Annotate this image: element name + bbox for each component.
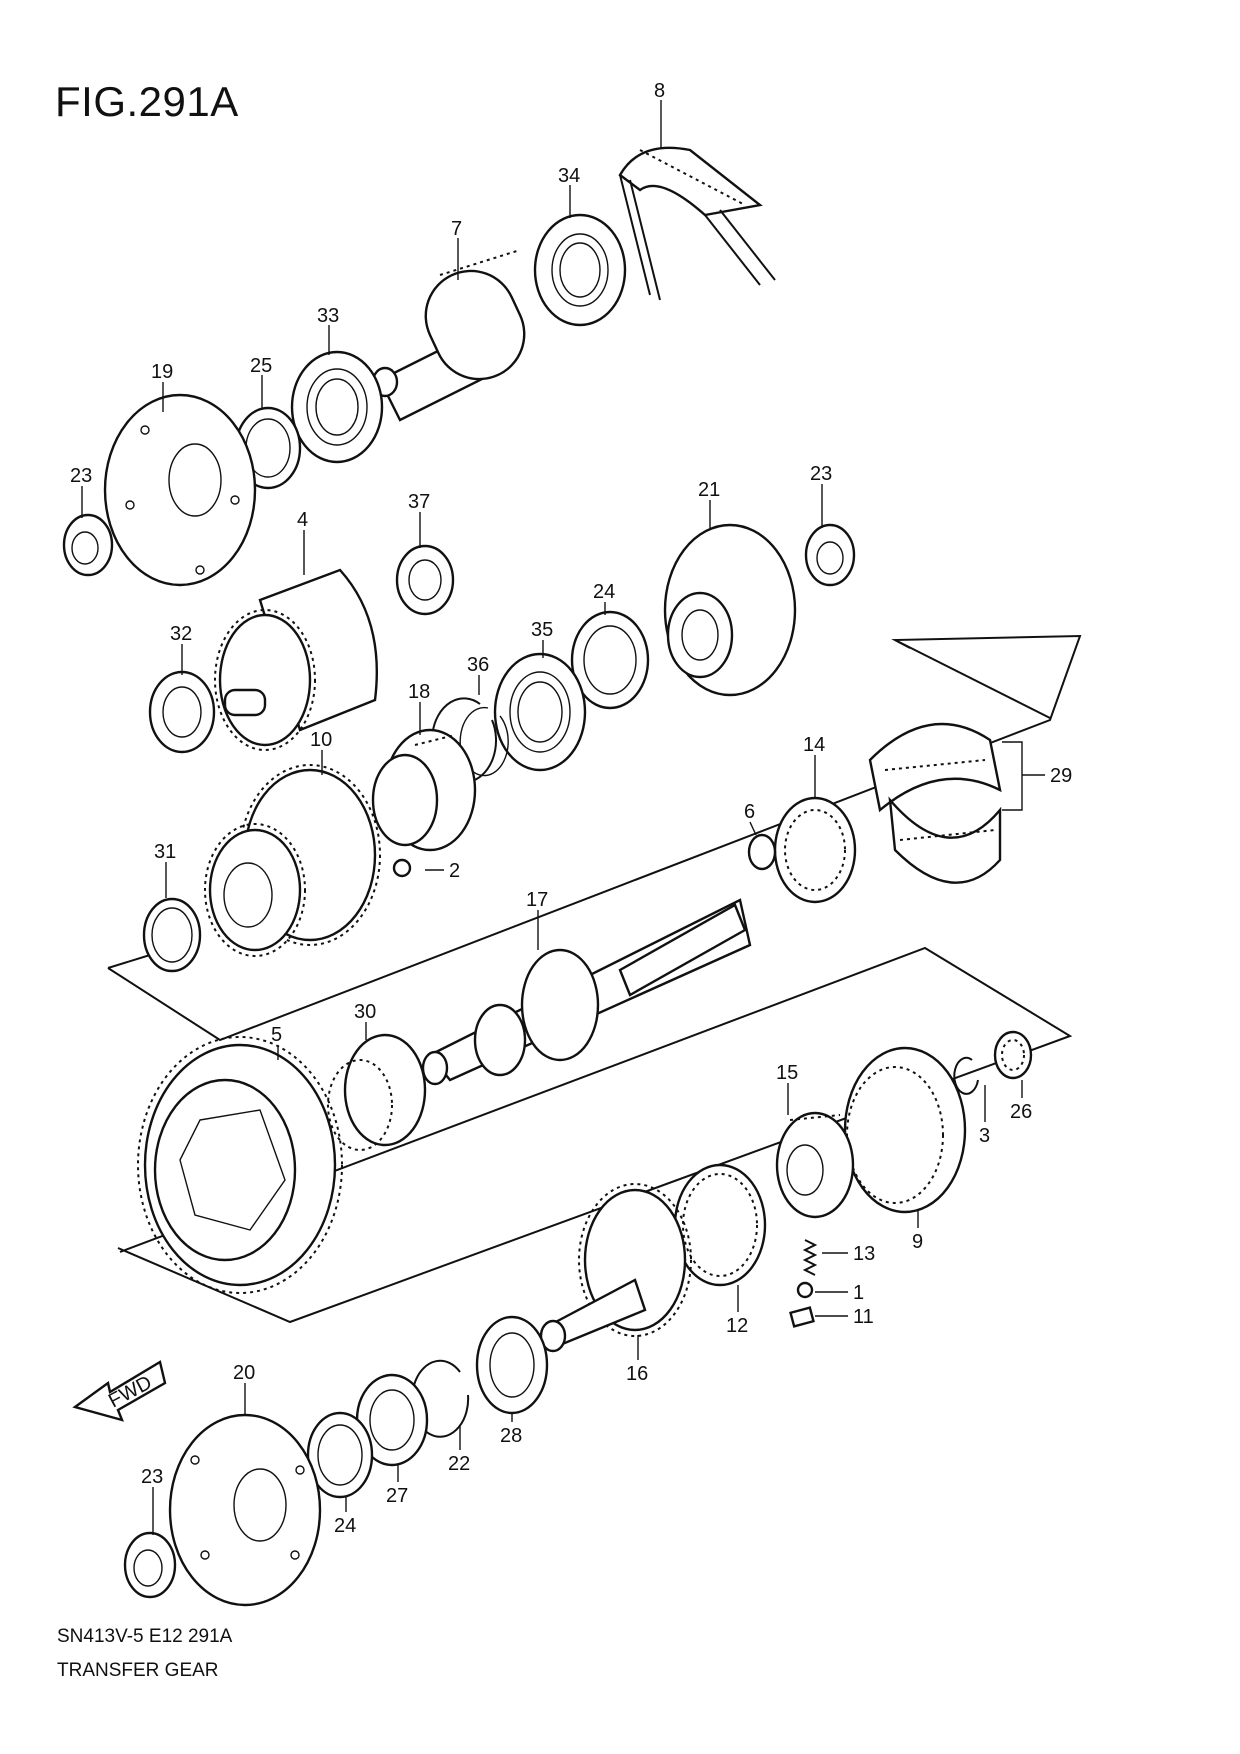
callout-9: 9 [912,1231,923,1253]
part-24-oil-seal-b [306,1411,374,1499]
part-35-bearing [493,652,587,772]
part-26-needle-bearing [993,1030,1033,1080]
callout-21: 21 [698,479,720,501]
figure-name: TRANSFER GEAR [57,1660,219,1681]
part-34-bearing [533,213,627,327]
part-4-counter-gear [214,568,379,751]
part-6-o-ring [747,833,777,871]
part-15-hub [775,1111,855,1219]
part-23-nut-c [123,1531,177,1599]
part-7-shaft-gear [371,249,526,422]
callout-19: 19 [151,361,173,383]
part-17-output-shaft [421,898,752,1086]
callout-29: 29 [1050,765,1072,787]
part-30-needle-bearing [327,1033,427,1151]
part-24-oil-seal-a [570,610,650,710]
part-13-spring [802,1239,818,1276]
part-16-output-gear [539,1183,692,1353]
callout-15: 15 [776,1062,798,1084]
part-14-sleeve [773,796,857,904]
part-28-bearing [475,1315,549,1415]
callout-7: 7 [451,218,462,240]
callout-18: 18 [408,681,430,703]
part-37-bearing [395,544,455,616]
part-19-flange [103,393,257,587]
callout-35: 35 [531,619,553,641]
callout-2: 2 [449,860,460,882]
part-11-key [789,1306,815,1328]
callout-32: 32 [170,623,192,645]
callout-37: 37 [408,491,430,513]
callout-5: 5 [271,1024,282,1046]
fwd-arrow: FWD [72,1360,167,1422]
part-21-flange [663,523,797,697]
callout-31: 31 [154,841,176,863]
callout-30: 30 [354,1001,376,1023]
callout-3: 3 [979,1125,990,1147]
subassembly-outline-lower [117,946,1073,1324]
callout-labels: 8 34 7 33 25 19 23 37 4 21 23 24 35 36 3… [70,80,1072,1537]
callout-14: 14 [803,734,825,756]
part-9-ring-gear [843,1046,967,1214]
part-18-hub [371,728,477,852]
part-29-needle-bearing [868,722,1002,884]
fwd-label: FWD [105,1372,156,1413]
callout-6: 6 [744,801,755,823]
part-20-flange [168,1413,322,1607]
callout-22: 22 [448,1453,470,1475]
part-31-washer [142,897,202,973]
part-8-chain [618,146,776,301]
callout-33: 33 [317,305,339,327]
part-1-ball [796,1281,814,1299]
callout-20: 20 [233,1362,255,1384]
part-12-synchronizer-ring [673,1163,767,1287]
callout-8: 8 [654,80,665,102]
subassembly-outline-upper [107,634,1082,1042]
callout-25: 25 [250,355,272,377]
part-23-nut-b [804,523,856,587]
callout-1: 1 [853,1282,864,1304]
callout-24: 24 [334,1515,356,1537]
callout-23: 23 [141,1466,163,1488]
part-10-gear [204,764,381,957]
callout-17: 17 [526,889,548,911]
callout-23: 23 [810,463,832,485]
part-33-bearing [290,350,384,464]
callout-11: 11 [853,1306,874,1328]
callout-28: 28 [500,1425,522,1447]
callout-12: 12 [726,1315,748,1337]
callout-36: 36 [467,654,489,676]
part-2-ball [392,858,412,878]
callout-16: 16 [626,1363,648,1385]
leader-lines [81,100,1045,1535]
callout-27: 27 [386,1485,408,1507]
callout-4: 4 [297,509,308,531]
callout-34: 34 [558,165,580,187]
part-5-large-gear [137,1036,343,1294]
figure-code: SN413V-5 E12 291A [57,1626,233,1647]
callout-24: 24 [593,581,615,603]
callout-10: 10 [310,729,332,751]
callout-23: 23 [70,465,92,487]
part-32-bearing [148,670,216,754]
part-23-nut-a [62,513,114,577]
callout-26: 26 [1010,1101,1032,1123]
callout-13: 13 [853,1243,875,1265]
figure-title: FIG.291A [55,78,239,125]
